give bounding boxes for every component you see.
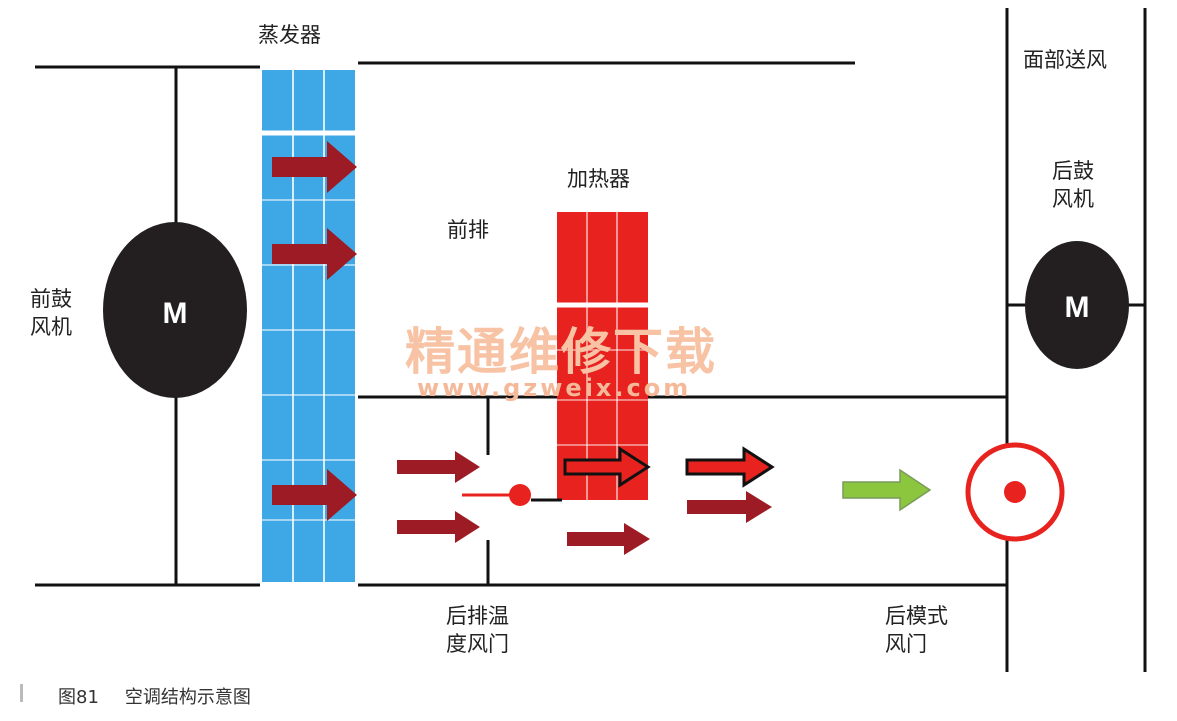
figure-title: 空调结构示意图 <box>124 687 251 708</box>
airflow-arrow-icon <box>397 451 480 543</box>
airflow-arrow-icon <box>272 141 357 521</box>
rear-temp-door <box>462 484 562 506</box>
heater <box>557 212 648 500</box>
rear-mode-door-label: 后模式 风门 <box>885 604 948 656</box>
evaporator-label: 蒸发器 <box>258 23 321 47</box>
caption-marker <box>20 684 23 702</box>
mode-door-icon <box>965 442 1065 542</box>
figure-number: 图81 <box>58 687 99 708</box>
airflow-arrow-icon <box>563 446 775 488</box>
rear-blower-motor <box>1025 241 1129 369</box>
heater-label: 加热器 <box>567 167 630 191</box>
face-vent-label: 面部送风 <box>1023 48 1107 72</box>
motor-icon: M <box>163 297 188 330</box>
motor-icon: M <box>1065 291 1090 324</box>
rear-blower-label: 后鼓 风机 <box>1052 159 1094 211</box>
airflow-arrow-icon <box>842 468 932 512</box>
front-blower-label: 前鼓 风机 <box>30 287 72 339</box>
watermark-url: www.gzweix.com <box>417 374 692 402</box>
front-blower-motor <box>103 222 247 398</box>
front-row-label: 前排 <box>447 218 489 242</box>
airflow-arrow-icon <box>567 491 772 555</box>
figure-caption: 图81 空调结构示意图 <box>58 683 251 709</box>
watermark-title: 精通维修下载 <box>405 323 717 381</box>
rear-temp-door-label: 后排温 度风门 <box>446 604 509 656</box>
